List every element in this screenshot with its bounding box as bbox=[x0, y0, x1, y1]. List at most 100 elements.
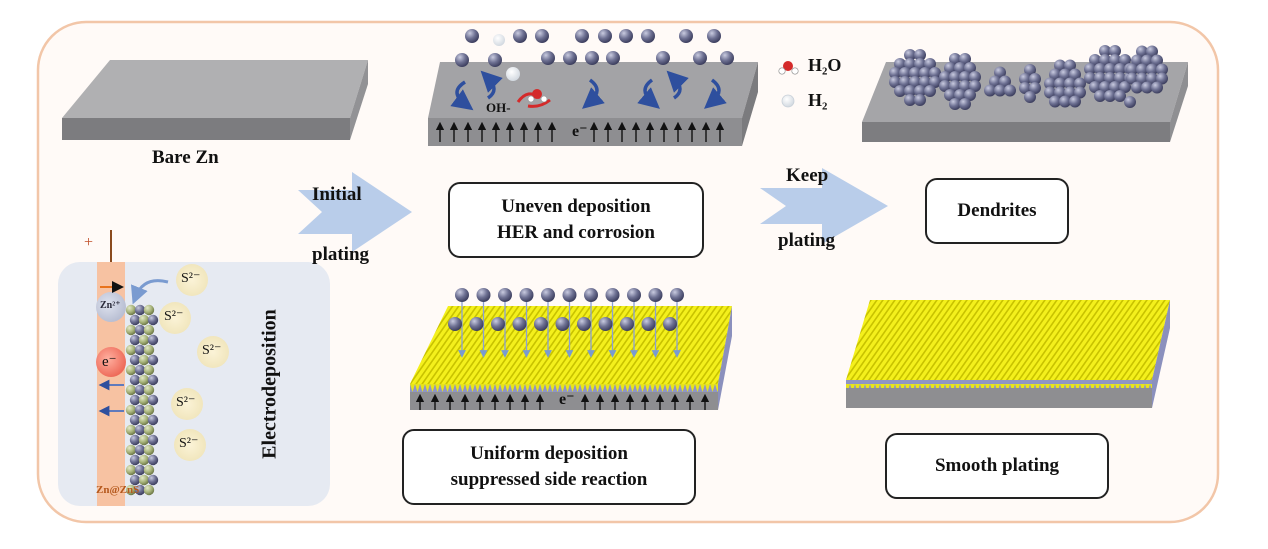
zn-sphere bbox=[679, 29, 693, 43]
zns-atom bbox=[125, 404, 137, 416]
electron-panel-label: e⁻ bbox=[102, 354, 117, 370]
zn-sphere bbox=[1094, 90, 1106, 102]
zn-sphere bbox=[1064, 86, 1076, 99]
zn-sphere bbox=[663, 317, 677, 331]
zns-atom bbox=[125, 444, 137, 456]
swirl-arrow bbox=[704, 78, 727, 109]
zns-atom bbox=[134, 404, 146, 416]
zn-sphere bbox=[1059, 68, 1071, 81]
zn-sphere bbox=[1064, 59, 1076, 72]
electron-flow-arrows bbox=[435, 121, 725, 142]
zn-sphere bbox=[964, 89, 976, 101]
zn-sphere bbox=[924, 85, 936, 97]
arrow-keep-bottom: plating bbox=[778, 230, 836, 251]
zns-atom bbox=[125, 344, 137, 356]
zn-sphere bbox=[1136, 63, 1148, 76]
zn-sphere bbox=[964, 62, 976, 74]
zn-sphere bbox=[909, 76, 921, 88]
zn-sphere bbox=[914, 49, 926, 61]
zn-sphere bbox=[1136, 45, 1148, 58]
zn-sphere bbox=[889, 76, 901, 88]
dendrites-slab bbox=[862, 45, 1188, 142]
zn-sphere bbox=[939, 71, 951, 83]
s2-circle bbox=[174, 429, 206, 461]
zns-atom bbox=[143, 464, 155, 476]
zns-atom bbox=[147, 374, 159, 386]
water-molecule bbox=[540, 95, 548, 103]
zn-sphere bbox=[909, 67, 921, 79]
zn-sphere bbox=[598, 29, 612, 43]
arrow-keep-top: Keep bbox=[786, 165, 829, 186]
zns-atom bbox=[134, 464, 146, 476]
electrodeposition-panel bbox=[58, 230, 330, 506]
zn-sphere bbox=[949, 98, 961, 110]
zns-atom bbox=[129, 474, 141, 486]
zn-sphere bbox=[1054, 77, 1066, 90]
zns-atom bbox=[147, 354, 159, 366]
zns-atom bbox=[143, 344, 155, 356]
zn-sphere bbox=[894, 85, 906, 97]
zn-sphere bbox=[904, 85, 916, 97]
zn-sphere bbox=[914, 85, 926, 97]
zn-sphere bbox=[598, 317, 613, 331]
zn-sphere bbox=[954, 62, 966, 74]
legend-h2-icon bbox=[781, 94, 795, 108]
box-uniform-line2: suppressed side reaction bbox=[450, 469, 648, 490]
zn-sphere bbox=[1084, 63, 1096, 75]
box-uneven-line2: HER and corrosion bbox=[496, 222, 655, 243]
zn-sphere bbox=[1156, 63, 1168, 76]
zn-sphere bbox=[1029, 82, 1041, 94]
zns-atom bbox=[134, 304, 146, 316]
box-smooth-plating: Smooth plating bbox=[885, 433, 1109, 499]
zns-atom bbox=[125, 324, 137, 336]
zn-sphere bbox=[455, 288, 469, 302]
zn-sphere bbox=[1114, 72, 1126, 84]
zn-sphere bbox=[1104, 90, 1116, 102]
zns-atom bbox=[134, 344, 146, 356]
zn-sphere bbox=[1044, 77, 1056, 90]
legend-water-icon bbox=[778, 61, 799, 75]
swirl-arrow bbox=[666, 70, 689, 100]
zns-atom bbox=[125, 364, 137, 376]
zn-sphere bbox=[929, 67, 941, 79]
zn-sphere bbox=[541, 51, 555, 65]
zn2-label: Zn²⁺ bbox=[100, 300, 121, 311]
flow-arrow-keep bbox=[760, 168, 888, 244]
bare-zn-label: Bare Zn bbox=[152, 147, 219, 168]
zns-atom bbox=[138, 394, 150, 406]
plus-label: + bbox=[84, 234, 94, 251]
zns-atom bbox=[138, 354, 150, 366]
zn2-ion bbox=[96, 292, 126, 322]
zn-sphere bbox=[1099, 54, 1111, 66]
zn-sphere bbox=[994, 66, 1006, 79]
zn-sphere bbox=[641, 29, 655, 43]
zn-sphere bbox=[488, 53, 502, 67]
zns-atom bbox=[143, 484, 155, 496]
electron-circle bbox=[96, 347, 126, 377]
zn-sphere bbox=[1131, 81, 1143, 94]
zn-sphere bbox=[455, 53, 469, 67]
zn-sphere bbox=[924, 58, 936, 70]
zn-sphere bbox=[904, 58, 916, 70]
zn-sphere bbox=[949, 71, 961, 83]
flow-arrow-initial bbox=[298, 172, 412, 252]
downward-arrows bbox=[458, 302, 681, 358]
zn-sphere bbox=[1131, 54, 1143, 67]
zns-atom bbox=[143, 304, 155, 316]
s2-circle bbox=[176, 264, 208, 296]
zn-sphere bbox=[641, 317, 656, 331]
s2-label-1: S²⁻ bbox=[181, 271, 201, 286]
zn-sphere bbox=[929, 76, 941, 88]
zn-sphere bbox=[914, 58, 926, 70]
zns-atom bbox=[129, 414, 141, 426]
zn-sphere bbox=[999, 75, 1011, 88]
zn-sphere bbox=[949, 80, 961, 92]
zn-sphere bbox=[959, 71, 971, 83]
electrodeposition-label: Electrodeposition bbox=[258, 309, 281, 459]
zns-atom bbox=[138, 374, 150, 386]
zn-sphere bbox=[534, 317, 548, 331]
zn-sphere bbox=[670, 288, 684, 302]
zn-sphere bbox=[1109, 45, 1121, 57]
box-dendrites: Dendrites bbox=[925, 178, 1069, 244]
zn-sphere bbox=[648, 288, 663, 302]
